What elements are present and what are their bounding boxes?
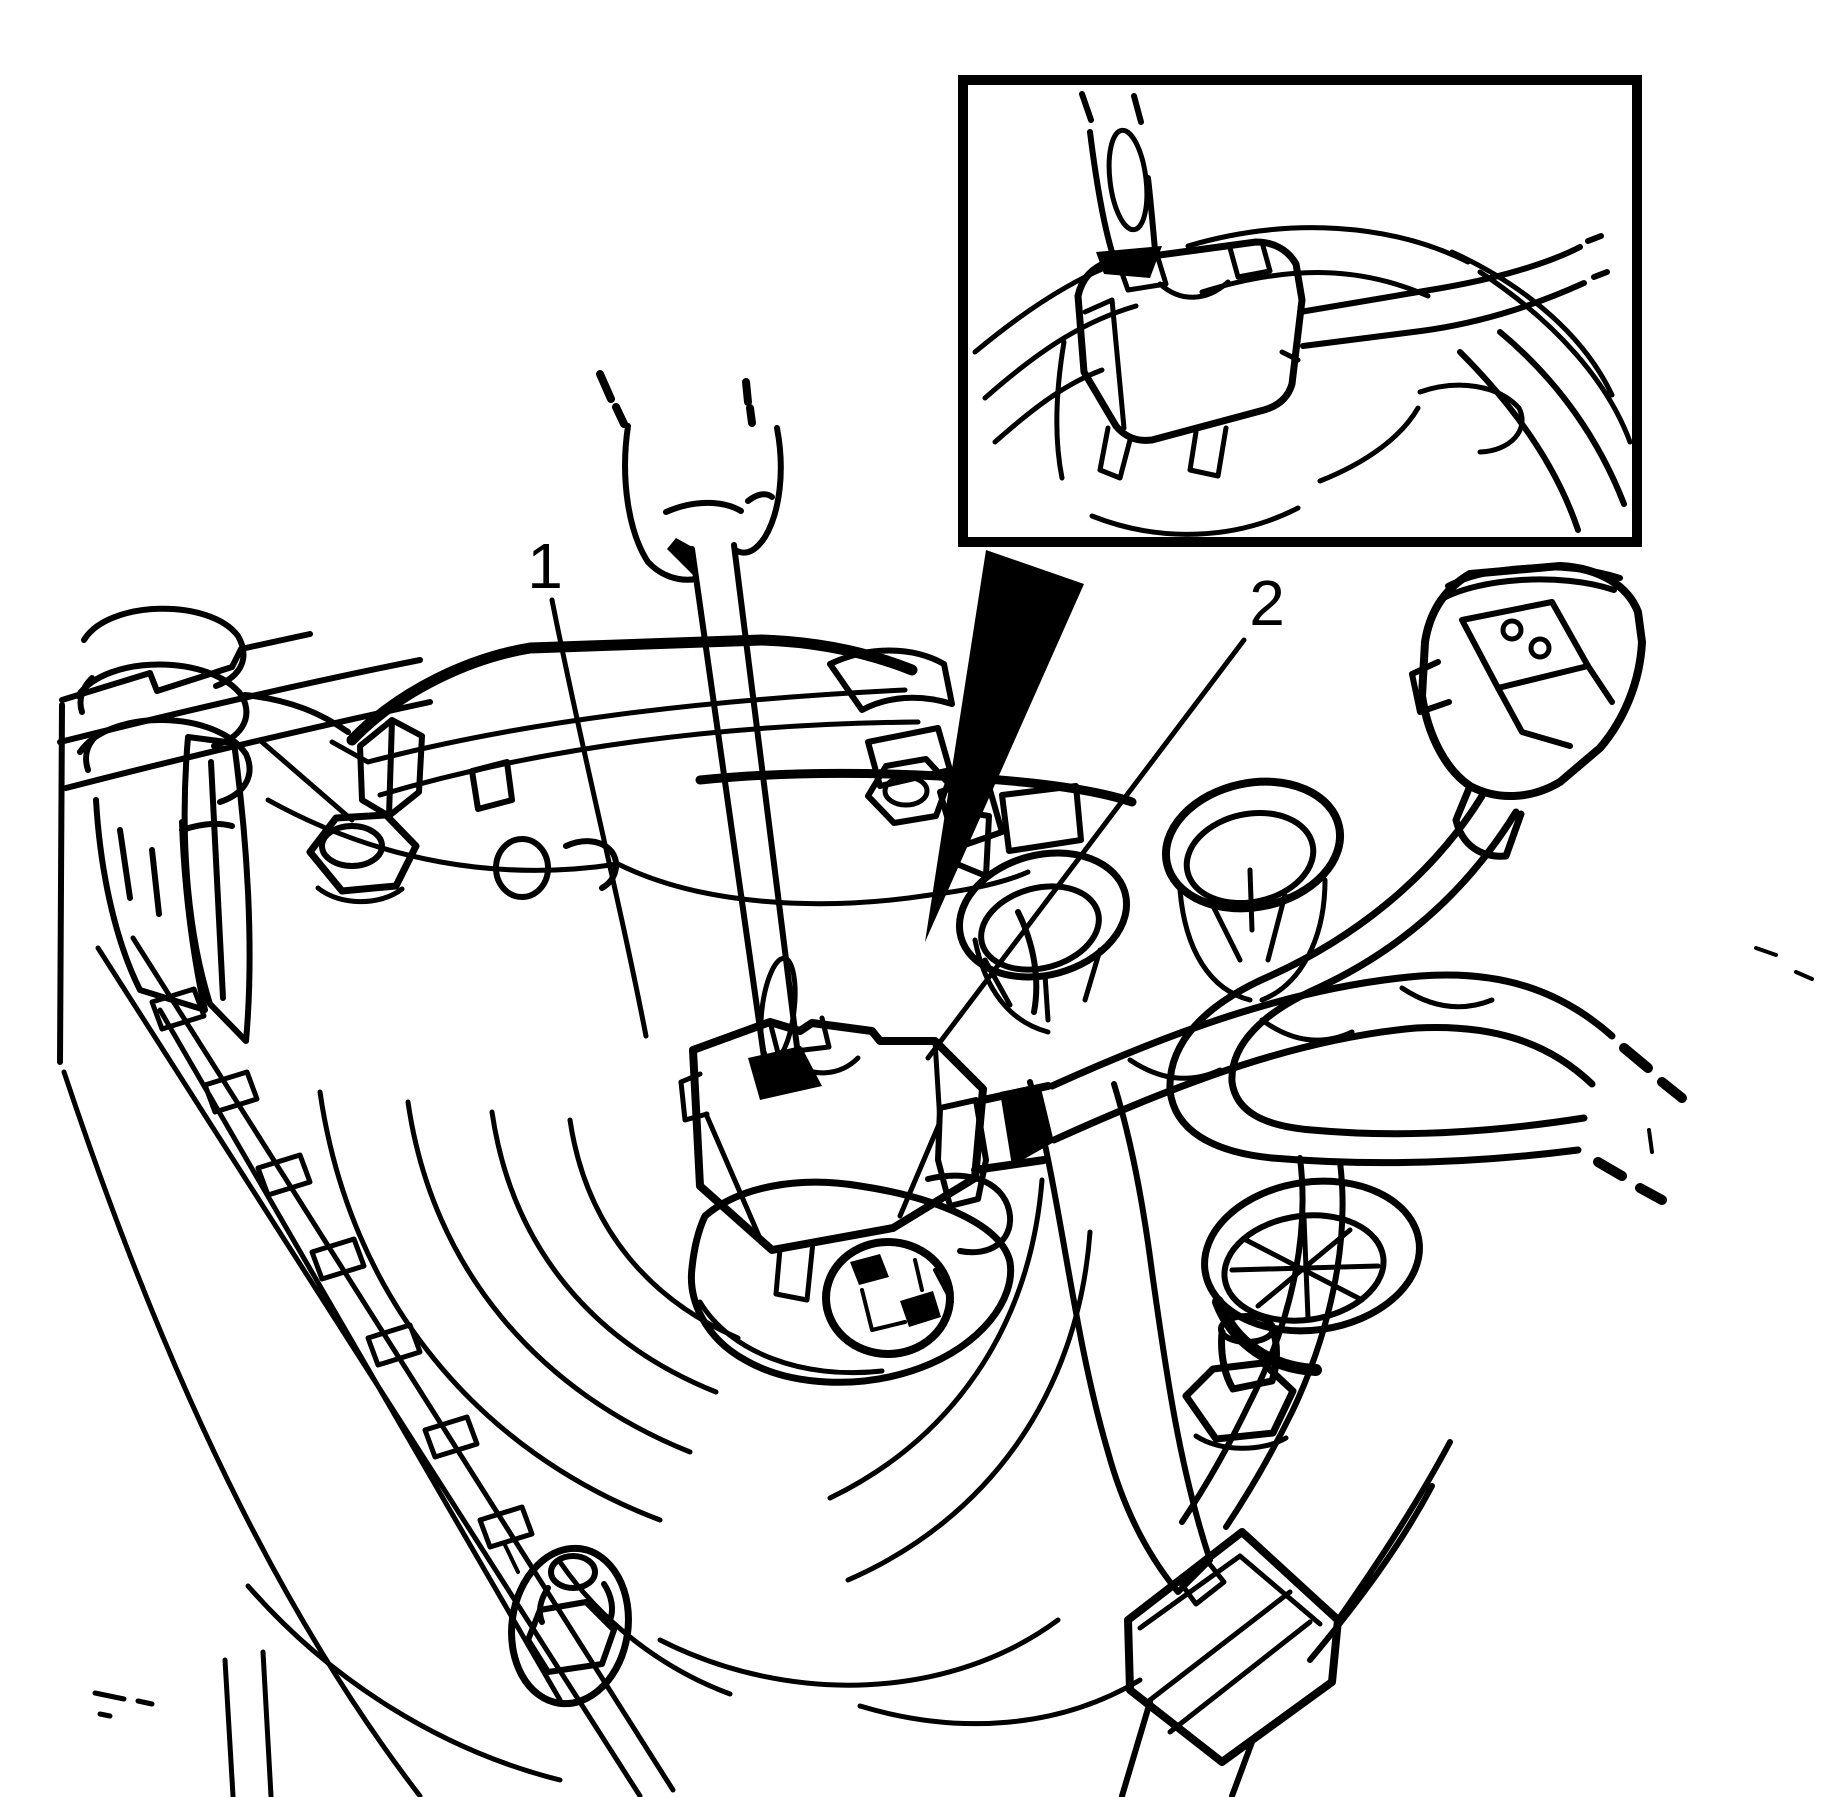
connector-lock-lever (935, 1097, 989, 1209)
harness-twist-lines (1127, 985, 1495, 1081)
bottom-connector-harness (1119, 1439, 1453, 1797)
seal-ring-bottom-collar (1212, 1296, 1322, 1376)
engine-left-assembly (57, 605, 676, 1797)
valve-rail-lines (61, 935, 676, 1797)
seal-ring-right-inner (1183, 809, 1317, 907)
inset-detail-view (958, 75, 1642, 547)
swirl-arcs (245, 1089, 1143, 1783)
connector-wire-seal-shadow (1000, 1084, 1054, 1166)
head-top-edges (57, 631, 433, 1065)
callout-1-label: 1 (527, 530, 563, 602)
bottom-connector-details (1137, 1553, 1323, 1735)
housing-swirl (245, 1089, 1143, 1783)
callout-2-label: 2 (1249, 567, 1285, 639)
detached-connector-face (1459, 599, 1591, 691)
bolt-tick (503, 1543, 520, 1574)
inset-connector-details (1082, 243, 1301, 481)
seal-ring-left-inner (978, 883, 1102, 973)
rocker-tabs (149, 986, 535, 1550)
seal-ring-right-outer (1161, 777, 1345, 913)
hex-nut-left (306, 811, 420, 895)
connector-cable-junction (971, 1082, 1052, 1174)
edge-tick-marks (1647, 946, 1814, 1154)
detached-connector-latch (1409, 659, 1615, 749)
connector-bottom-right (1027, 1079, 1453, 1797)
harness-break-dashes-a (1619, 1043, 1687, 1103)
bottom-connector-body (1124, 1528, 1342, 1766)
hex-nut-left-base (315, 885, 405, 905)
inset-cable-lines (1297, 233, 1627, 533)
harness-cable-main (1048, 971, 1616, 1144)
seal-ring-left-outer (955, 849, 1131, 981)
inset-connector-outline (1074, 238, 1306, 444)
seal-ring-left-spokes (972, 937, 1103, 1035)
plate-step-tab (357, 717, 515, 819)
inset-lower-arcs (1054, 339, 1525, 537)
coil-spring-seal-icon (75, 605, 351, 805)
harness-break-dashes-b (1593, 1157, 1667, 1205)
hex-nut-top-center-boss (882, 774, 930, 808)
inset-housing-arcs (972, 225, 1633, 445)
hole-mechanism-dark-bits (850, 1254, 941, 1327)
electrical-connector-main (678, 1015, 1054, 1303)
spring-base-cylinder (93, 797, 235, 1013)
screwdriver (596, 370, 822, 1100)
terminal-hole-2 (1528, 636, 1552, 660)
screwdriver-tip-contact-shadow (748, 1046, 822, 1100)
detached-connector-boot (1452, 782, 1525, 860)
screwdriver-handle (622, 423, 784, 583)
terminal-hole-1 (1500, 618, 1524, 642)
seal-rings (955, 777, 1423, 1376)
recessed-bolt-dome (548, 1553, 598, 1591)
callout-2: 2 (925, 567, 1285, 1061)
connector-latch-details (678, 1015, 943, 1303)
sensor-boss-inner-arc (697, 1299, 885, 1376)
harness-cable-pigtail (1166, 792, 1588, 1167)
case-arm (1027, 1079, 1213, 1595)
hex-nut-top-center (865, 756, 951, 826)
seal-ring-bottom-inner (1221, 1212, 1387, 1324)
fasteners (306, 756, 1297, 1708)
inset-screwdriver-shaft (1079, 91, 1158, 255)
hex-nut-left-dome (319, 823, 385, 869)
curl-hook (925, 1172, 1014, 1256)
inset-pointer-wedge (925, 550, 1084, 942)
harness-branch-down (1179, 1155, 1346, 1530)
electrical-connector-detached (1409, 562, 1646, 860)
inset-screwdriver-blade (1106, 127, 1150, 233)
detached-connector-top-band (1437, 564, 1623, 603)
bracket-arm (181, 734, 253, 1044)
recessed-bolt-steps (525, 1581, 617, 1675)
seal-ring-bottom-spokes (1229, 1215, 1381, 1321)
sensor-boss-outline (687, 1178, 1015, 1386)
stud-nut-right-top (1218, 1313, 1276, 1345)
handle-shaft-shadow (667, 538, 696, 578)
screwdriver-shaft (689, 542, 800, 1060)
callout-1: 1 (527, 530, 649, 1039)
corner-tick-marks (92, 1690, 155, 1719)
screwdriver-continuation-dashes (596, 370, 756, 428)
callout-1-leader-line (549, 597, 649, 1039)
recessed-bolt-ring (508, 1544, 632, 1708)
callout-2-leader-line (925, 637, 1247, 1061)
hole-mechanism-lines (860, 1258, 954, 1332)
plate-rails (259, 687, 921, 823)
wiring-harness (1048, 792, 1814, 1530)
